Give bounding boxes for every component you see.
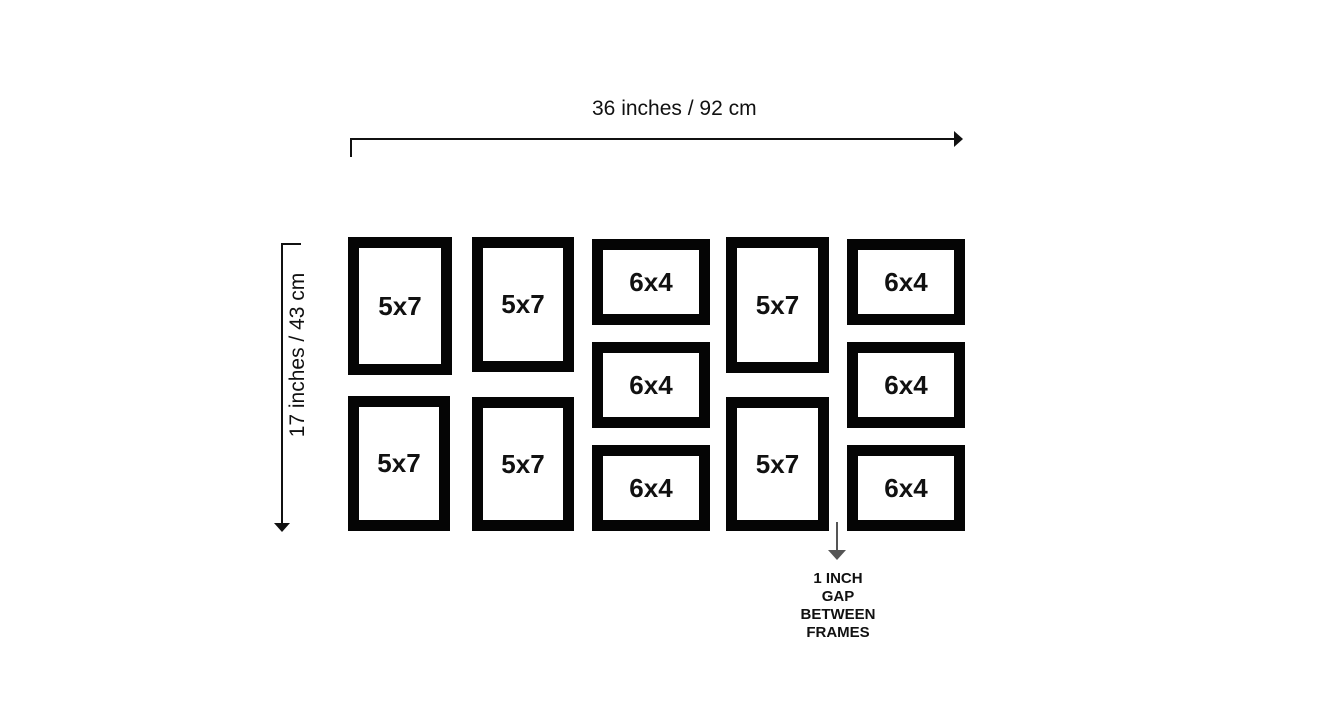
frame-5x7: 5x7 xyxy=(348,396,450,531)
frame-5x7: 5x7 xyxy=(348,237,452,375)
frame-6x4: 6x4 xyxy=(592,239,710,325)
frame-5x7: 5x7 xyxy=(472,237,574,372)
frame-6x4: 6x4 xyxy=(847,445,965,531)
frame-size-label: 6x4 xyxy=(884,266,928,297)
gap-note-line: GAP xyxy=(821,588,855,605)
frame-5x7: 5x7 xyxy=(726,237,829,373)
frame-size-label: 5x7 xyxy=(378,290,422,321)
gap-note-line: FRAMES xyxy=(806,624,870,641)
frame-6x4: 6x4 xyxy=(847,239,965,325)
frame-5x7: 5x7 xyxy=(472,397,574,531)
frame-size-label: 6x4 xyxy=(629,266,673,297)
gap-note-line: BETWEEN xyxy=(800,606,876,623)
frame-size-label: 6x4 xyxy=(629,369,673,400)
frame-6x4: 6x4 xyxy=(592,445,710,531)
frame-size-label: 5x7 xyxy=(755,448,800,479)
frame-size-label: 6x4 xyxy=(884,472,928,503)
frame-size-label: 6x4 xyxy=(629,472,673,503)
gap-note: 1 INCH GAP BETWEEN FRAMES xyxy=(788,570,888,642)
frame-size-label: 5x7 xyxy=(501,289,545,319)
width-arrow-head xyxy=(954,131,963,147)
gap-note-line: 1 INCH xyxy=(813,570,863,587)
frame-5x7: 5x7 xyxy=(726,397,829,531)
frame-size-label: 5x7 xyxy=(377,448,421,478)
gap-arrow-head xyxy=(828,550,846,560)
frame-6x4: 6x4 xyxy=(592,342,710,428)
width-label: 36 inches / 92 cm xyxy=(592,97,757,120)
frame-size-label: 5x7 xyxy=(755,289,800,320)
height-arrow-head xyxy=(274,523,290,532)
frame-size-label: 5x7 xyxy=(501,448,545,479)
frame-6x4: 6x4 xyxy=(847,342,965,428)
height-label: 17 inches / 43 cm xyxy=(286,272,309,438)
frame-size-label: 6x4 xyxy=(884,369,928,400)
